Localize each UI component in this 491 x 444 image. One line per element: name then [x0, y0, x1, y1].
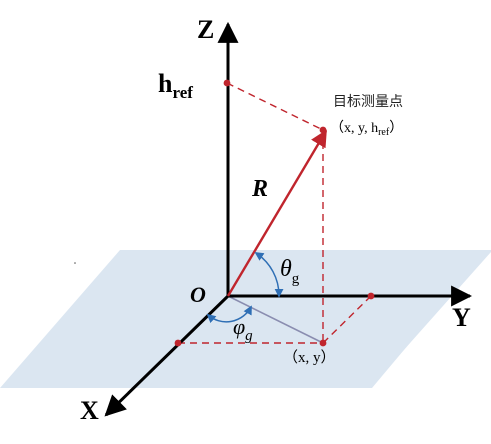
target-coords-suffix: ） [389, 120, 403, 136]
y-foot-point [367, 292, 375, 300]
r-vector-label: R [251, 176, 268, 202]
theta-symbol: θ [280, 256, 292, 282]
origin-label: O [190, 282, 206, 307]
ground-projection-line [227, 295, 324, 344]
dashed-guides [178, 82, 372, 344]
phi-sub: g [245, 328, 253, 344]
theta-arc [254, 252, 284, 298]
ground-point-label: （x, y） [283, 349, 336, 366]
phi-arc [206, 305, 252, 324]
z-axis-label: Z [197, 15, 214, 44]
x-axis-label: X [80, 396, 99, 425]
href-label-main: h [158, 69, 173, 98]
y-axis-label: Y [452, 303, 471, 332]
ground-point [319, 339, 327, 347]
target-coords-prefix: （x, y, h [330, 120, 378, 136]
target-point-coords: （x, y, href） [330, 120, 403, 138]
target-point-title: 目标测量点 [333, 94, 403, 110]
theta-sub: g [292, 271, 300, 287]
href-label: href [158, 69, 193, 102]
phi-label: φg [233, 314, 253, 344]
phi-symbol: φ [233, 314, 245, 339]
points [174, 79, 375, 347]
href-point [223, 79, 231, 87]
r-vector [226, 129, 328, 297]
theta-label: θg [280, 256, 300, 287]
target-coords-sub: ref [378, 127, 390, 138]
x-foot-point [174, 339, 182, 347]
href-label-sub: ref [172, 83, 193, 102]
dash-href-to-target [226, 82, 324, 131]
target-point [319, 126, 327, 134]
stray-mark [74, 262, 76, 264]
